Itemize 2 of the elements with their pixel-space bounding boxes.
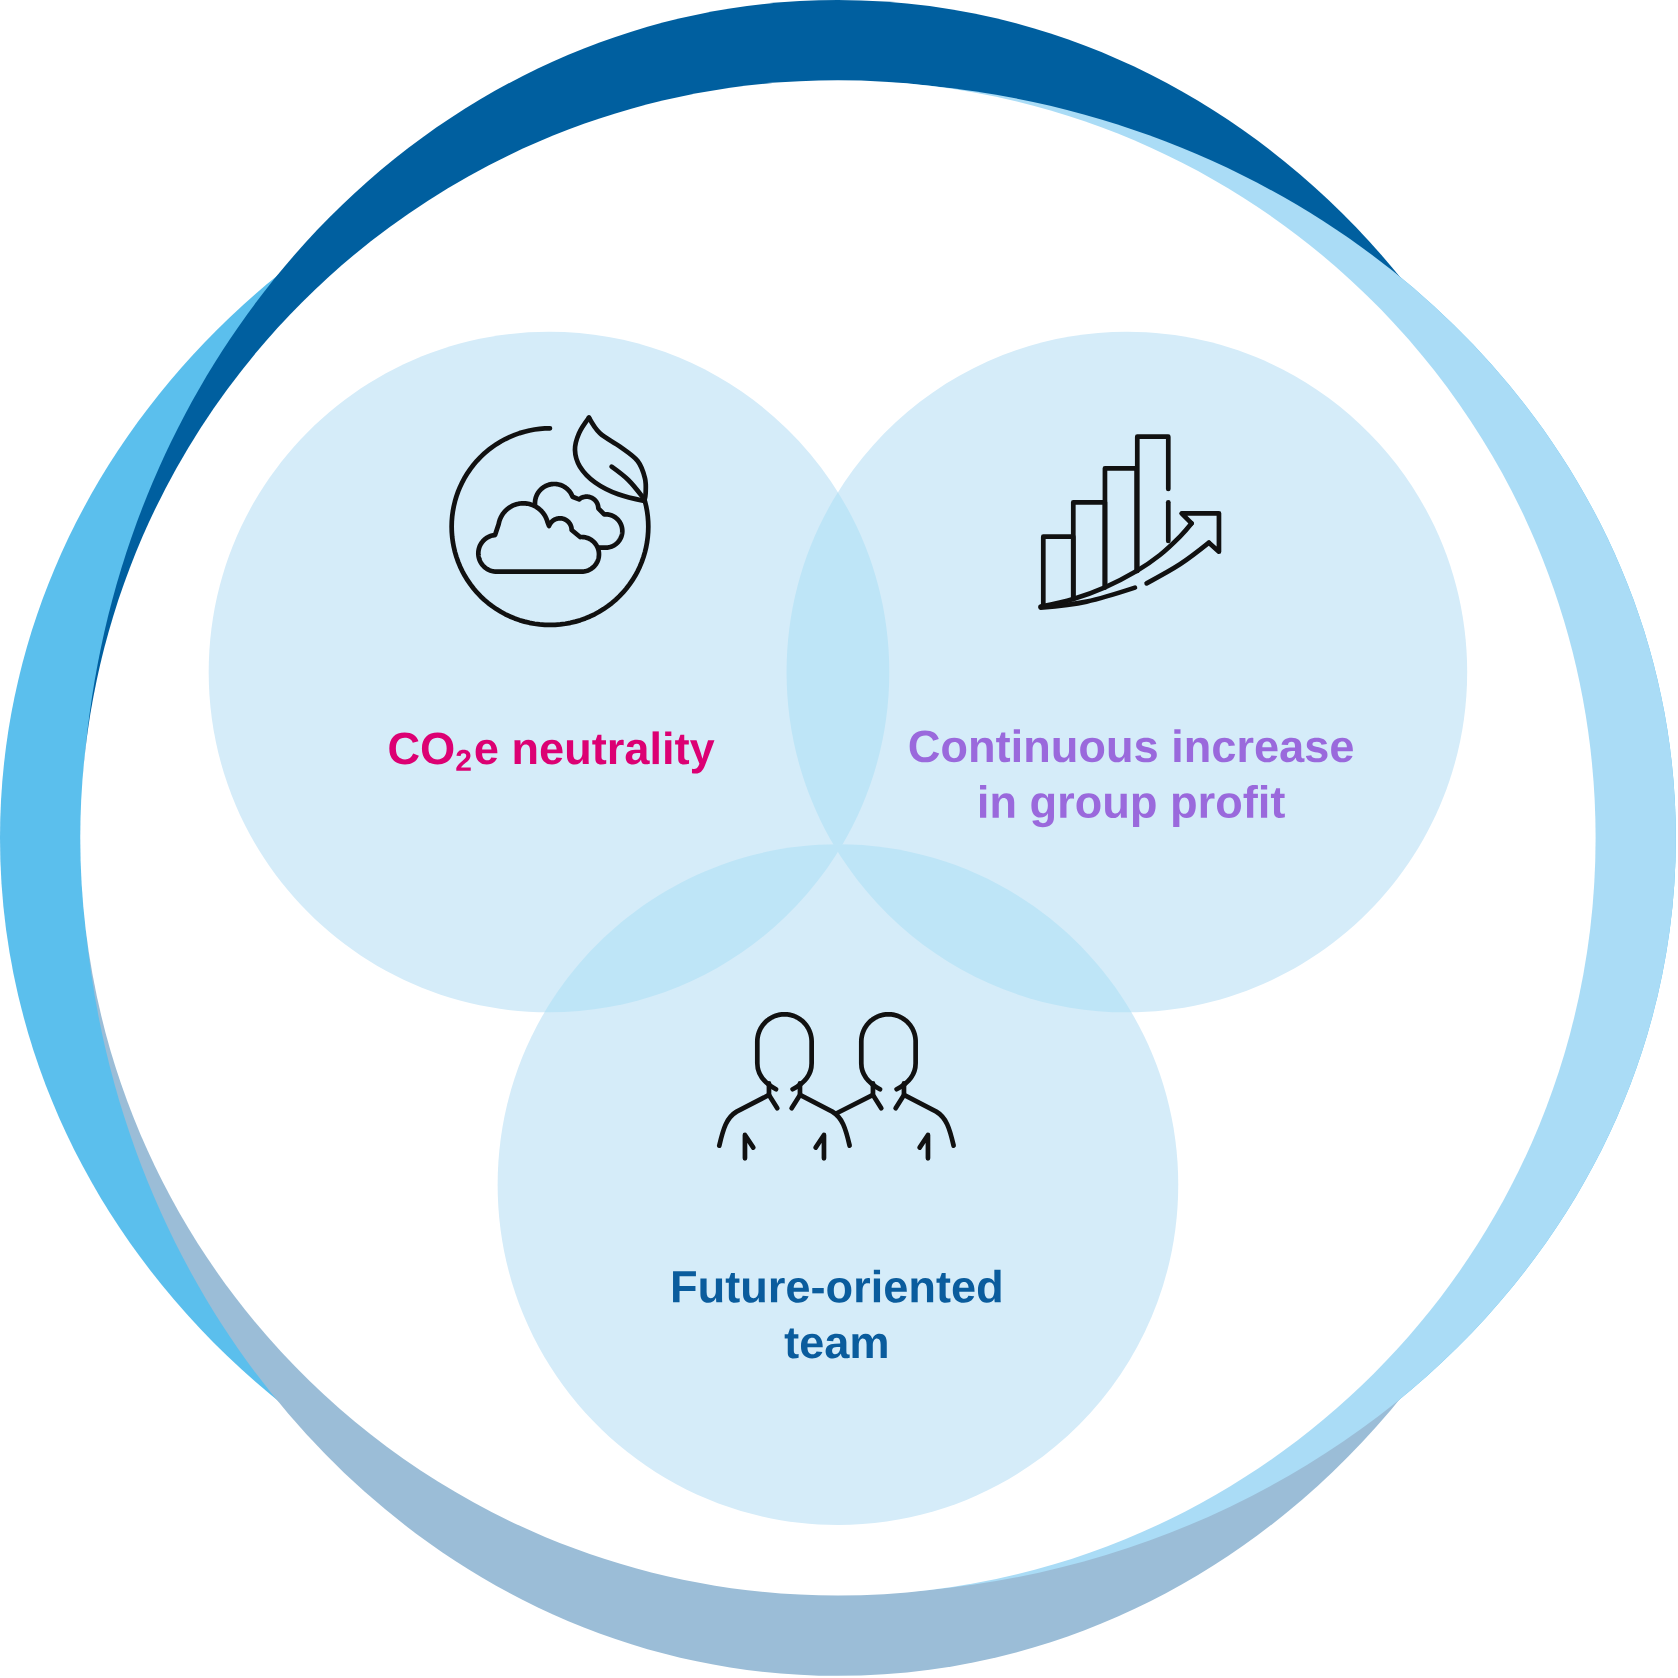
node-label: Future-oriented team: [673, 1269, 1001, 1359]
node-label: Continuous increase in group profit: [909, 729, 1353, 828]
